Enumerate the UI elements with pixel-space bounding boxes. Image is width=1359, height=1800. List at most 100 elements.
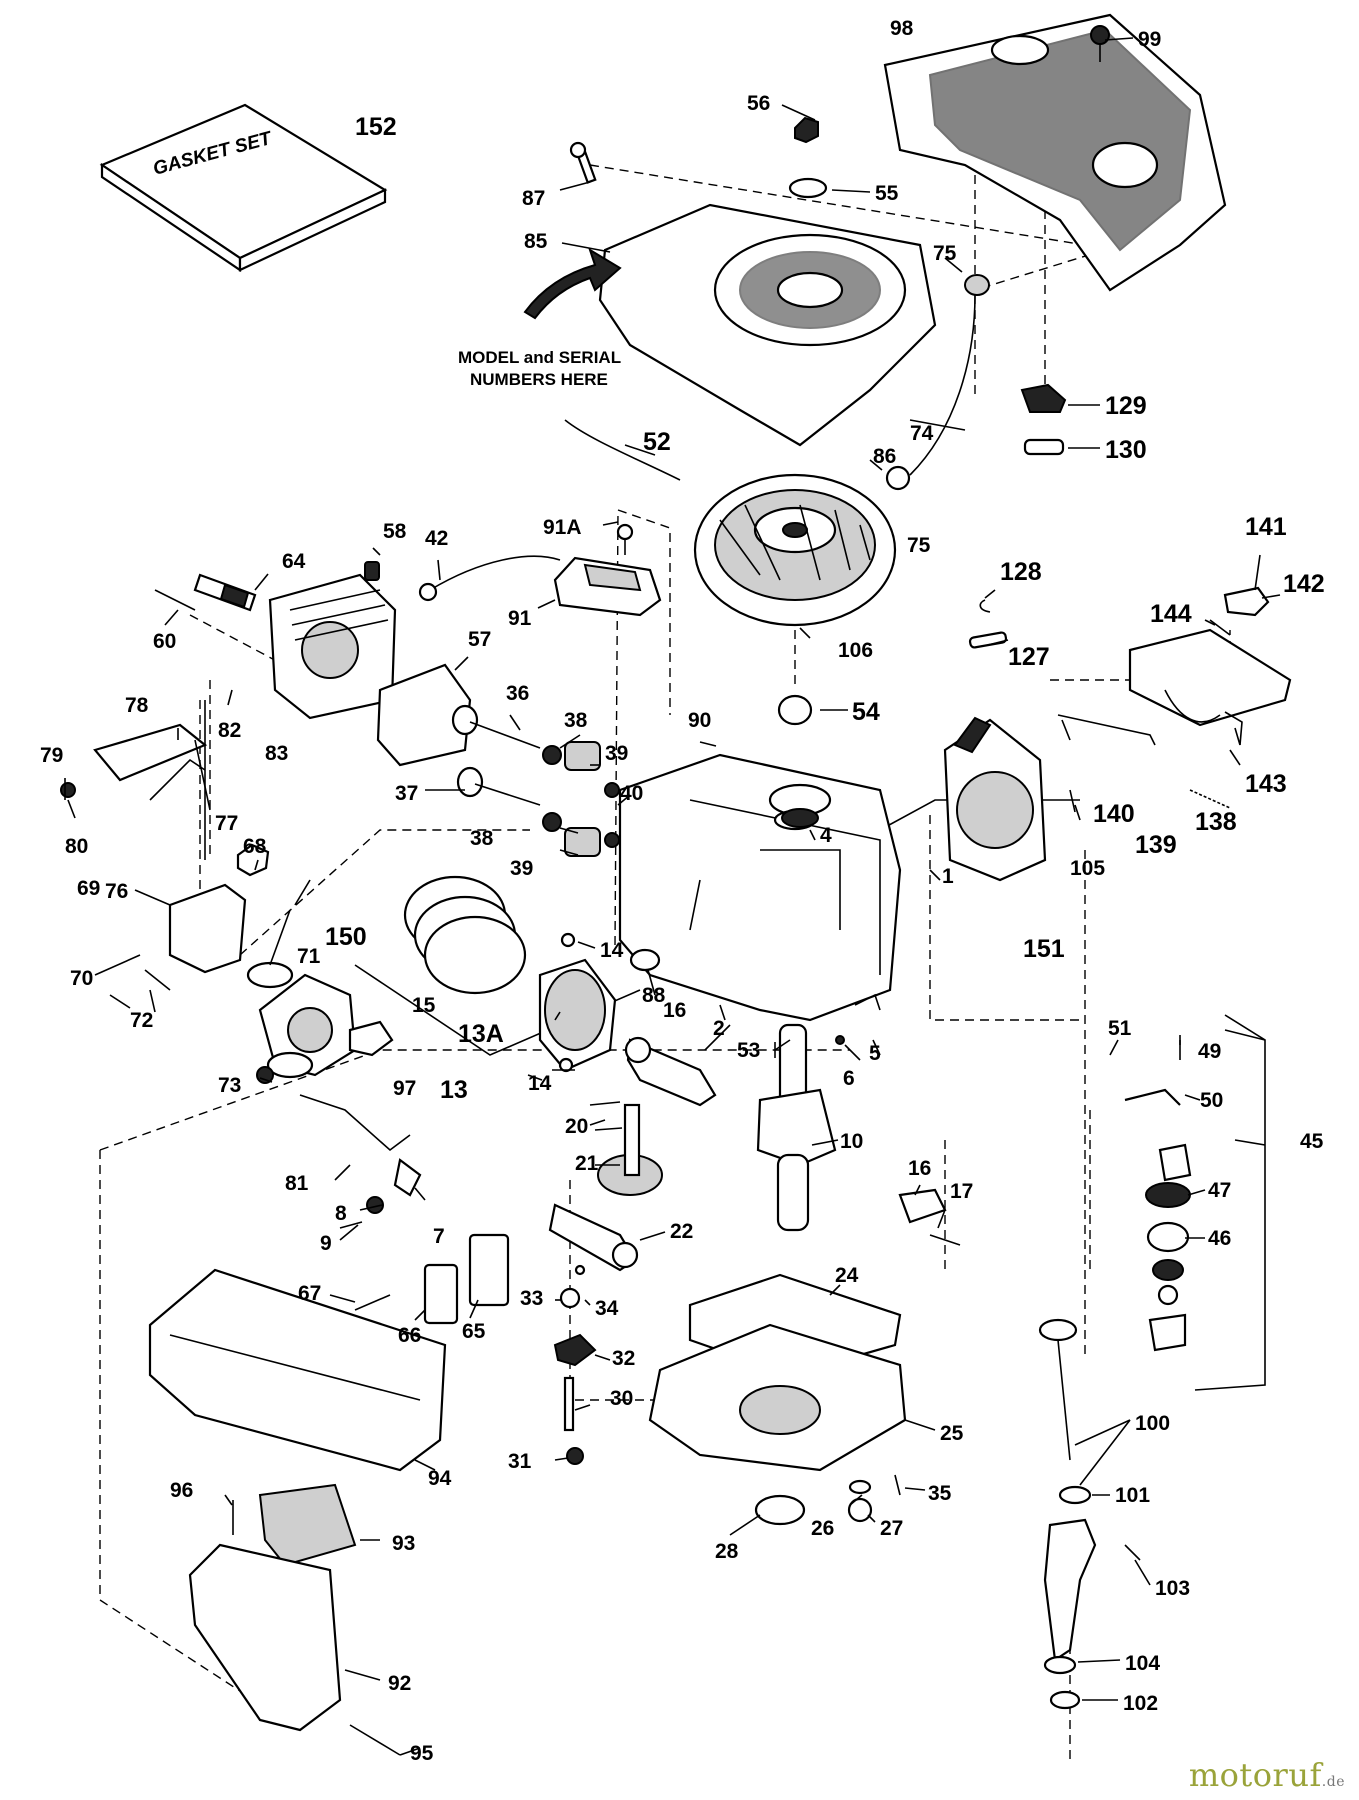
label-67: 67 [298,1282,321,1305]
label-90: 90 [688,709,711,732]
label-8: 8 [335,1202,347,1225]
label-88: 88 [642,984,666,1007]
plug-27 [847,1497,873,1523]
label-37: 37 [395,782,418,805]
label-27: 27 [880,1517,903,1540]
gasket-71 [246,961,294,989]
label-75b: 75 [907,534,931,557]
label-38a: 38 [564,709,588,732]
label-13: 13 [440,1076,468,1104]
screw-99 [1090,25,1110,62]
watermark-logo: motoruf.de [1189,1756,1345,1794]
filter-cap-129 [1020,383,1067,413]
screw-95 [349,1724,401,1756]
connecting-rod [624,1036,717,1107]
seal-28 [754,1494,806,1526]
label-16a: 16 [663,999,686,1022]
label-143: 143 [1245,770,1287,798]
clip-14b [558,1057,574,1073]
label-49: 49 [1198,1040,1221,1063]
label-68: 68 [243,835,267,858]
ball-34 [574,1264,586,1276]
carburetor [258,973,357,1079]
label-6: 6 [843,1067,855,1090]
label-38b: 38 [470,827,494,850]
label-14b: 14 [528,1072,552,1095]
label-64: 64 [282,550,306,573]
label-96: 96 [170,1479,193,1502]
valves [451,704,541,806]
part-31 [566,1447,584,1465]
label-94: 94 [428,1467,452,1490]
label-15: 15 [412,994,436,1017]
label-91A: 91A [543,516,582,539]
label-151: 151 [1023,935,1065,963]
label-127: 127 [1008,643,1050,671]
label-85: 85 [524,230,548,253]
label-66: 66 [398,1324,421,1347]
washer-55 [788,177,828,199]
clip-128 [979,599,991,613]
label-87: 87 [522,187,545,210]
label-2: 2 [713,1017,725,1040]
label-140: 140 [1093,800,1135,828]
label-13A: 13A [458,1020,504,1048]
spring-139 [1189,789,1231,809]
pin-127 [968,631,1008,649]
label-40: 40 [620,782,643,805]
seal-4 [781,808,819,828]
label-76: 76 [105,880,128,903]
label-22: 22 [670,1220,693,1243]
label-5: 5 [869,1042,881,1065]
label-9: 9 [320,1232,332,1255]
label-105: 105 [1070,857,1105,880]
label-150: 150 [325,923,367,951]
label-130: 130 [1105,436,1147,464]
label-129: 129 [1105,392,1147,420]
link-81 [299,1094,411,1152]
label-56: 56 [747,92,770,115]
label-4: 4 [820,824,832,847]
label-28: 28 [715,1540,739,1563]
crankshaft [756,1023,837,1232]
label-33: 33 [520,1287,543,1310]
air-cleaner-base [188,1543,342,1732]
gasket-97 [348,1020,394,1057]
label-57: 57 [468,628,491,651]
gasket-88 [629,948,661,972]
model-note-line2: NUMBERS HERE [470,370,608,389]
governor-linkage [60,723,208,801]
pin-6 [835,1035,845,1045]
screw-67 [354,1294,391,1311]
clip-143 [1224,711,1243,746]
screw-91A [616,523,634,555]
label-10: 10 [840,1130,863,1153]
piston-rings [403,875,527,995]
label-53: 53 [737,1039,760,1062]
lever-7 [393,1158,422,1197]
label-102: 102 [1123,1692,1158,1715]
gasket-set-box: GASKET SET [99,103,388,273]
label-39b: 39 [510,857,533,880]
label-45: 45 [1300,1130,1324,1153]
label-35: 35 [928,1482,952,1505]
label-58: 58 [383,520,407,543]
label-65: 65 [462,1320,486,1343]
label-1: 1 [942,865,954,888]
breather-assembly [1124,1040,1192,1352]
ball-33 [559,1287,581,1309]
label-39a: 39 [605,742,628,765]
label-128: 128 [1000,558,1042,586]
label-79: 79 [40,744,63,767]
label-144: 144 [1150,600,1192,628]
label-70: 70 [70,967,93,990]
bolt-87 [569,141,597,184]
label-30: 30 [610,1387,633,1410]
sleeve-54 [777,694,813,726]
label-60: 60 [153,630,176,653]
flywheel [693,473,897,627]
label-95: 95 [410,1742,434,1765]
pin-5 [854,993,881,1011]
label-91: 91 [508,607,532,630]
plug-68 [236,843,270,877]
